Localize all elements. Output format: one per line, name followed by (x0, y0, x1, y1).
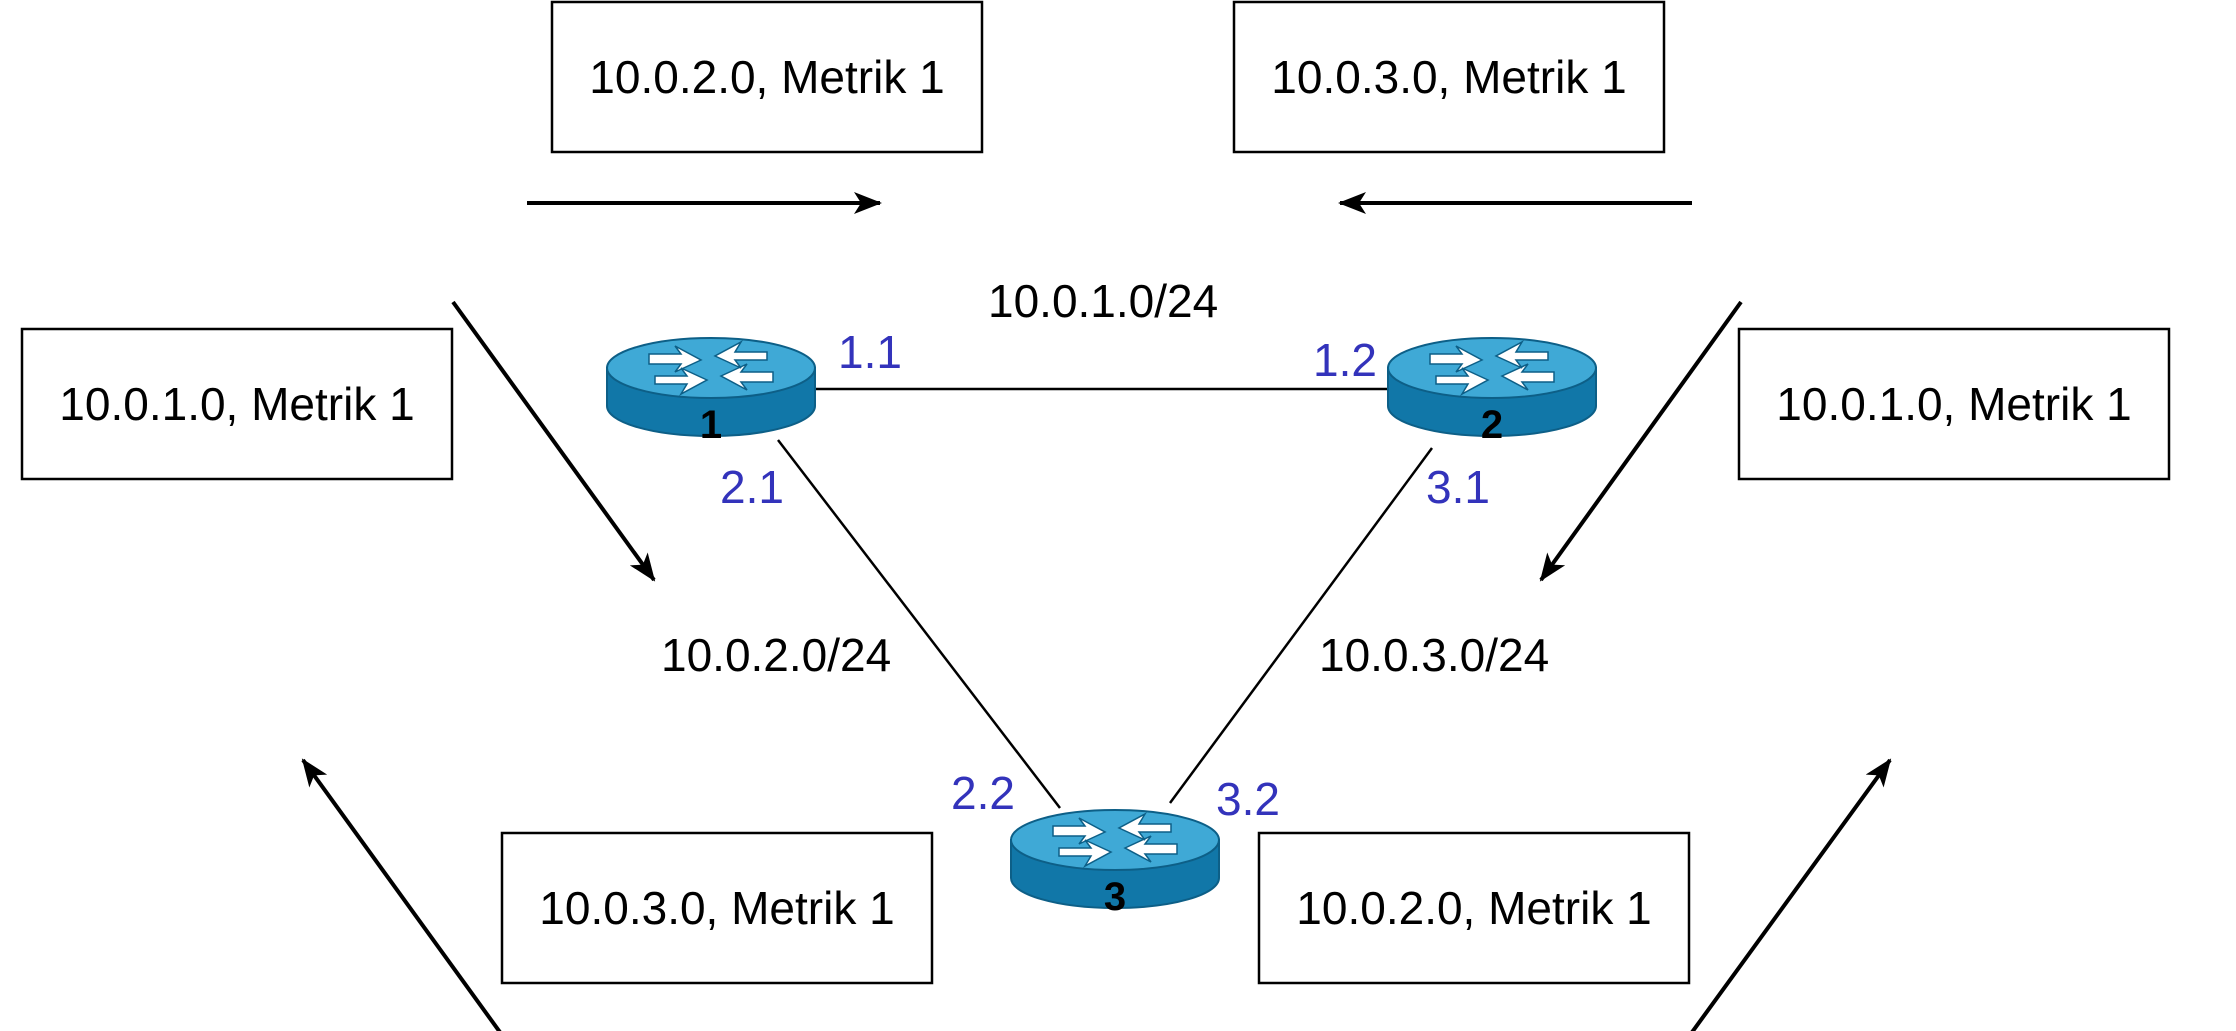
svg-text:10.0.1.0, Metrik 1: 10.0.1.0, Metrik 1 (59, 378, 414, 430)
network-label-2: 10.0.2.0/24 (661, 629, 891, 681)
update-box-3-to-1: 10.0.3.0, Metrik 1 (500, 831, 934, 985)
network-label-3: 10.0.3.0/24 (1319, 629, 1549, 681)
arrow-2-to-3 (1539, 300, 1743, 582)
svg-text:10.0.3.0, Metrik 1: 10.0.3.0, Metrik 1 (539, 882, 894, 934)
router-3[interactable]: 3 (1010, 809, 1220, 919)
arrow-3-to-2 (1690, 758, 1892, 1031)
svg-text:10.0.1.0, Metrik 1: 10.0.1.0, Metrik 1 (1776, 378, 2131, 430)
interface-label-2-2: 2.2 (951, 767, 1015, 819)
update-box-1-to-2: 10.0.2.0, Metrik 1 (550, 0, 984, 154)
network-label-1: 10.0.1.0/24 (988, 275, 1218, 327)
router-1[interactable]: 1 (606, 337, 816, 447)
router-2[interactable]: 2 (1387, 337, 1597, 447)
svg-text:10.0.3.0, Metrik 1: 10.0.3.0, Metrik 1 (1271, 51, 1626, 103)
router-2-label: 2 (1481, 403, 1503, 447)
update-box-3-to-2: 10.0.2.0, Metrik 1 (1257, 831, 1691, 985)
update-box-2-to-3: 10.0.1.0, Metrik 1 (1737, 327, 2171, 481)
svg-text:10.0.2.0, Metrik 1: 10.0.2.0, Metrik 1 (1296, 882, 1651, 934)
interface-label-1-2: 1.2 (1313, 334, 1377, 386)
interface-label-1-1: 1.1 (838, 326, 902, 378)
svg-text:10.0.2.0, Metrik 1: 10.0.2.0, Metrik 1 (589, 51, 944, 103)
update-box-2-to-1: 10.0.3.0, Metrik 1 (1232, 0, 1666, 154)
link-2-3 (1168, 447, 1434, 804)
interface-label-3-1: 3.1 (1426, 461, 1490, 513)
router-3-label: 3 (1104, 875, 1126, 919)
router-1-label: 1 (700, 403, 722, 447)
interface-label-3-2: 3.2 (1216, 773, 1280, 825)
interface-label-2-1: 2.1 (720, 461, 784, 513)
update-box-1-to-3: 10.0.1.0, Metrik 1 (20, 327, 454, 481)
arrow-3-to-1 (301, 758, 502, 1031)
arrow-1-to-3 (451, 300, 656, 582)
link-1-3 (777, 439, 1061, 809)
